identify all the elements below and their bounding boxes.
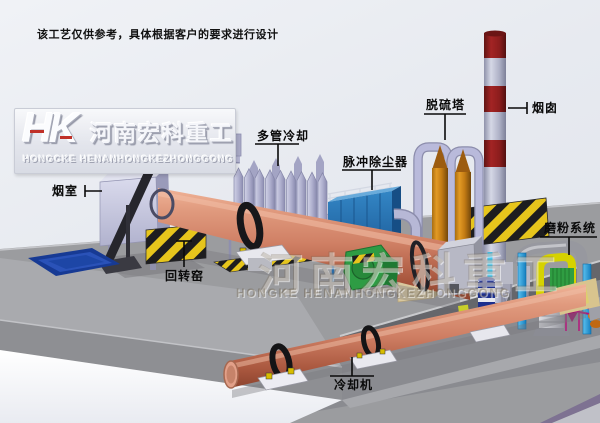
collector-top <box>328 186 401 202</box>
front-slab-top <box>0 258 342 367</box>
kiln-hood-opening <box>445 284 459 293</box>
kiln-hood-front <box>437 243 477 298</box>
cooler-base-plate-2 <box>349 349 398 370</box>
kiln-girth-gear <box>236 201 264 251</box>
logo-monogram: HK <box>22 104 79 151</box>
chimney-red-band-3 <box>484 140 506 167</box>
kiln-tyre <box>409 240 431 292</box>
cooler-roller-block-3 <box>356 352 363 359</box>
smoke-chamber-graphic <box>28 158 205 278</box>
company-logo: HK 河南宏科重工 HONGCKE HENANHONGKEZHONGGONG <box>14 104 236 174</box>
blue-platform-inner <box>48 255 104 269</box>
tower-2-cone <box>455 149 471 174</box>
yellow-pipe <box>536 252 576 300</box>
label-cooling-machine: 冷却机 <box>334 378 374 392</box>
u-pipe-2 <box>447 147 483 286</box>
cooler-roller-block-2 <box>287 367 295 375</box>
u-pipe-1 <box>414 143 452 282</box>
label-smoke-chamber: 烟室 <box>52 184 79 198</box>
label-leader-lines <box>84 102 597 377</box>
cooler-end-inner <box>226 365 236 384</box>
cooler-roller-block-4 <box>379 348 386 355</box>
disclaimer-text: 该工艺仅供参考，具体根据客户的要求进行设计 <box>37 29 279 41</box>
white-floor <box>0 350 342 423</box>
chimney-top <box>484 30 506 37</box>
kiln-shadow <box>150 240 460 310</box>
collector-outlet-pipe <box>393 209 420 250</box>
kiln-hood-top <box>438 236 482 250</box>
label-desulfurization-tower: 脱硫塔 <box>426 98 466 112</box>
cooler-base-plate-1 <box>257 368 309 391</box>
lower-ground-band <box>342 335 600 408</box>
corner-floor <box>552 403 600 423</box>
label-rotary-kiln: 回转窑 <box>165 269 205 283</box>
purple-edge-strip <box>540 394 600 423</box>
logo-company-name-cn: 河南宏科重工 <box>90 121 235 146</box>
green-chute <box>381 252 399 288</box>
cooler-base-plate-3 <box>469 324 511 343</box>
rotary-kiln-graphic <box>145 188 484 310</box>
cooler-roller-block-1 <box>265 372 273 380</box>
kiln-inlet-ring <box>149 188 175 220</box>
label-chimney: 烟囱 <box>532 101 559 115</box>
label-pulse-dust-collector: 脉冲除尘器 <box>343 155 409 169</box>
green-fan-machine <box>343 244 399 291</box>
blue-column-1 <box>517 252 527 330</box>
kiln-highlight <box>158 191 470 257</box>
label-multi-tube-cooler: 多管冷却 <box>257 129 310 143</box>
tower-1-cone <box>432 145 448 170</box>
kiln-support-base-1 <box>248 258 272 271</box>
logo-red-accent-1 <box>30 130 44 133</box>
chimney-red-band-1 <box>484 33 506 58</box>
cooling-machine-graphic <box>223 278 600 398</box>
logo-red-accent-2 <box>60 136 72 139</box>
logo-company-name-en: HONGCKE HENANHONGKEZHONGGONG <box>23 154 234 164</box>
cooler-pipe-highlight <box>230 287 586 369</box>
chimney-red-band-2 <box>484 86 506 112</box>
green-hazard-tag <box>351 252 375 264</box>
label-grinding-system: 磨粉系统 <box>544 221 597 235</box>
